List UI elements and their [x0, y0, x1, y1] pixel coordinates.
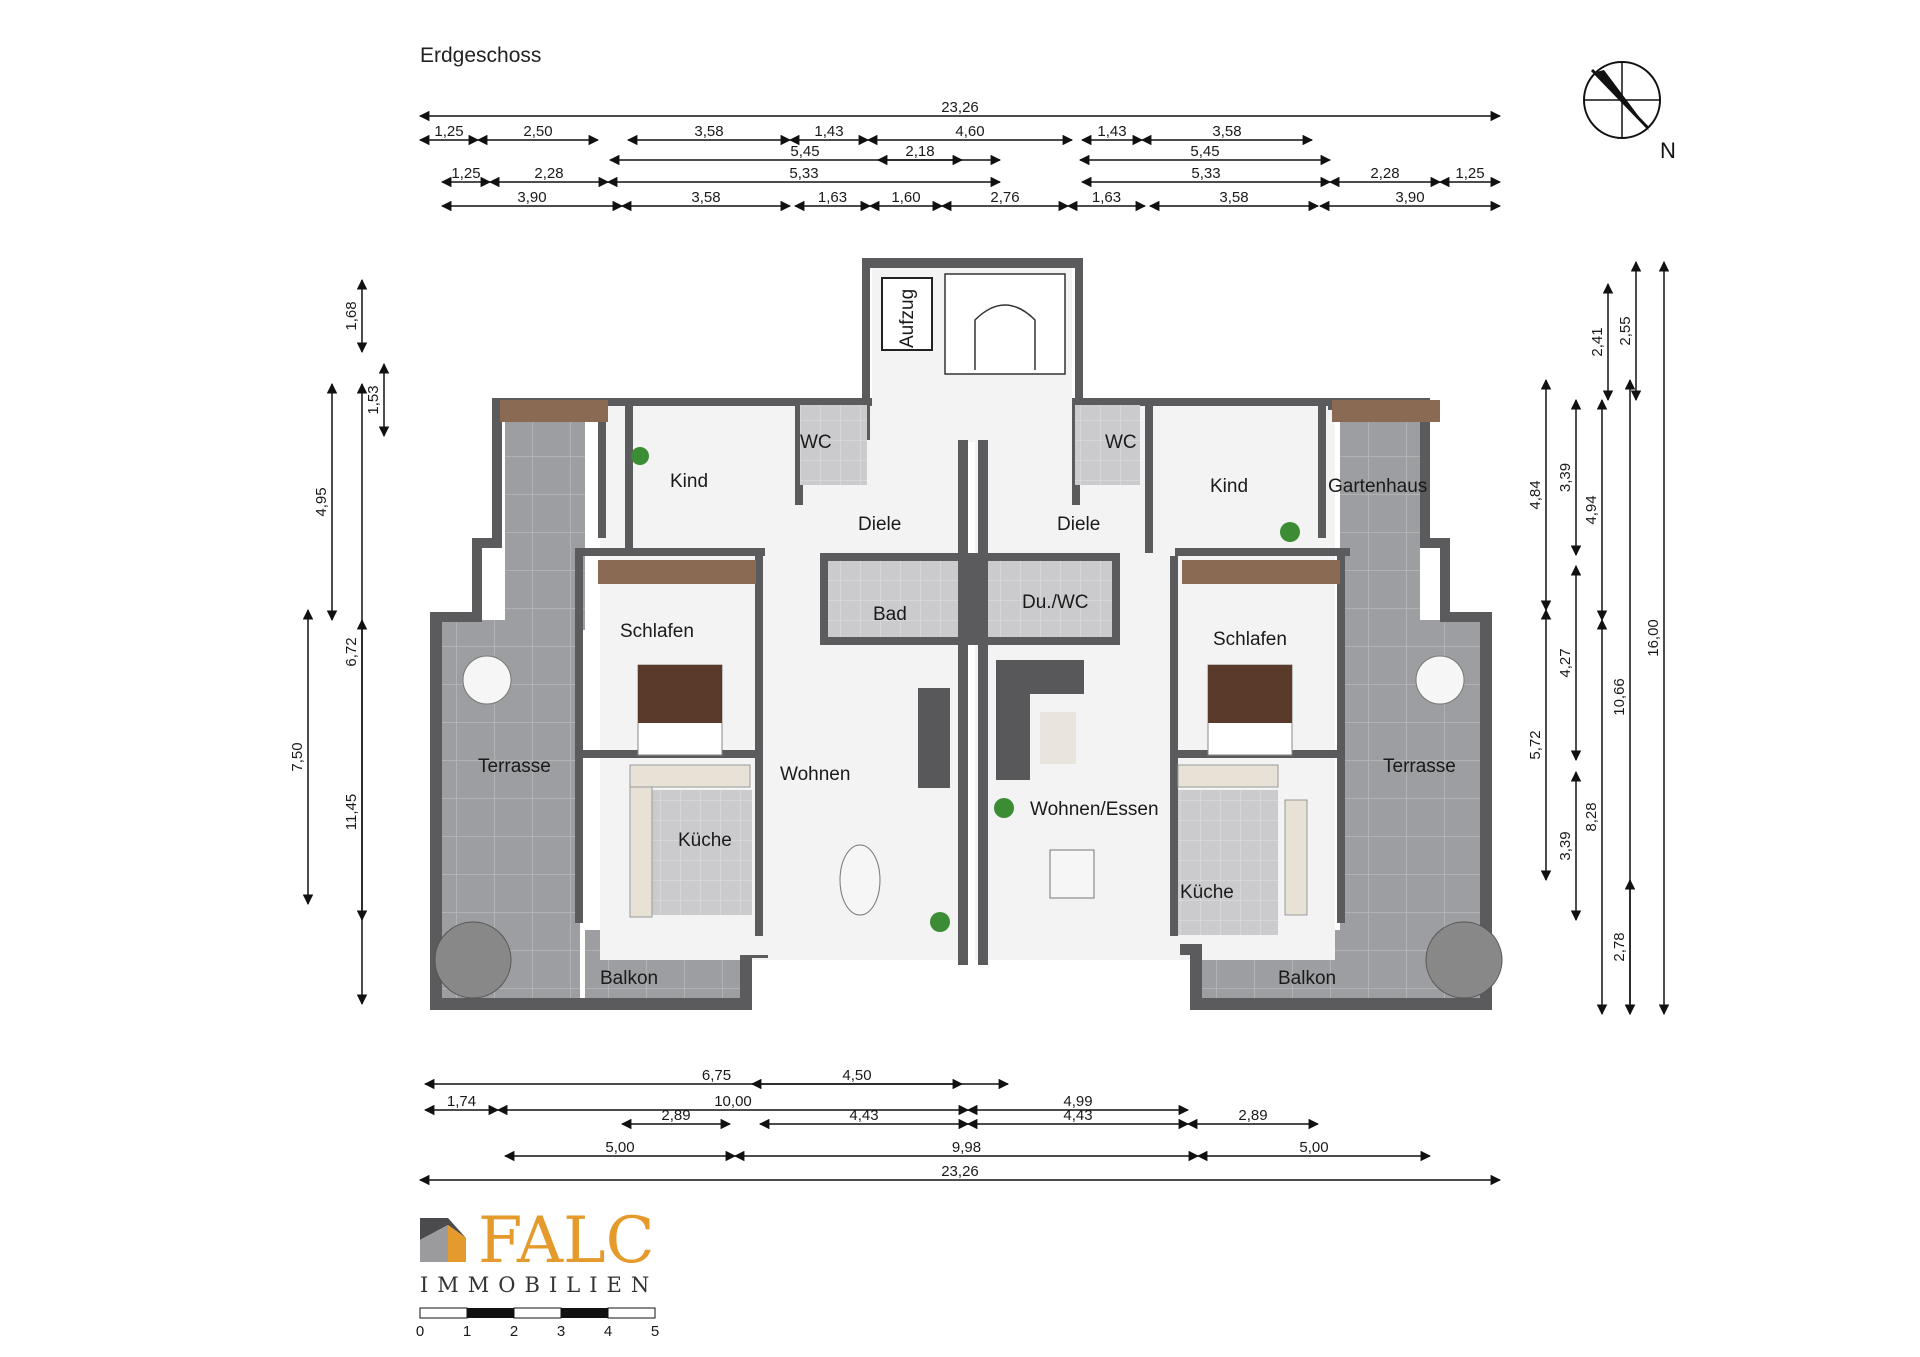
dim-bot-r3-0-label: 5,00	[605, 1139, 634, 1156]
scale-label-5: 5	[651, 1323, 659, 1340]
room-label-kind-left: Kind	[670, 471, 708, 492]
dim-top-r3-0-label: 1,25	[451, 165, 480, 182]
dim-top-total-label: 23,26	[941, 99, 979, 116]
dim-top-r2-0-label: 5,45	[790, 143, 819, 160]
dim-top-r4-3-label: 1,60	[891, 189, 920, 206]
dim-top-r4-5-label: 1,63	[1092, 189, 1121, 206]
dim-left-1-label: 1,53	[365, 385, 382, 414]
dim-top-r3-4-label: 2,28	[1370, 165, 1399, 182]
dim-bot-r1-1-label: 10,00	[714, 1093, 752, 1110]
dim-right-6-label: 16,00	[1645, 619, 1662, 657]
room-label-wohnen: Wohnen	[780, 764, 850, 785]
dim-left-2-label: 4,95	[313, 487, 330, 516]
dim-top-r4-0-label: 3,90	[517, 189, 546, 206]
dim-top-r3-3-label: 5,33	[1191, 165, 1220, 182]
dim-right-11-label: 2,78	[1611, 932, 1628, 961]
dim-top-r4-2-label: 1,63	[818, 189, 847, 206]
falc-logo: FALC IMMOBILIEN	[420, 1204, 658, 1297]
room-label-kind-right: Kind	[1210, 476, 1248, 497]
room-label-schlafen-left: Schlafen	[620, 621, 694, 642]
dim-left-4-label: 6,72	[343, 637, 360, 666]
room-label-aufzug: Aufzug	[897, 289, 918, 348]
dim-right-9-label: 3,39	[1557, 831, 1574, 860]
dim-top-r1-0-label: 1,25	[434, 123, 463, 140]
dimension-lines: 23,26 1,25 2,50 3,58 1,43 4,60 1,43 3,58 5,45 2,1…	[289, 99, 1670, 1186]
dim-bot-r0-1-label: 4,50	[842, 1067, 871, 1084]
dim-bot-r0-0-label: 6,75	[702, 1067, 731, 1084]
room-label-diele-left: Diele	[858, 514, 901, 535]
dim-top-r1-2-label: 3,58	[694, 123, 723, 140]
room-label-wohnen-essen: Wohnen/Essen	[1030, 799, 1159, 820]
room-label-balkon-right: Balkon	[1278, 968, 1336, 989]
dim-top-r4-7-label: 3,90	[1395, 189, 1424, 206]
dim-bot-r1-2-label: 4,99	[1063, 1093, 1092, 1110]
dim-top-r2-1-label: 2,18	[905, 143, 934, 160]
dim-top-r1-6-label: 3,58	[1212, 123, 1241, 140]
room-label-diele-right: Diele	[1057, 514, 1100, 535]
dim-top-r3-2-label: 5,33	[789, 165, 818, 182]
floor-title: Erdgeschoss	[420, 44, 542, 67]
dim-top-r3-1-label: 2,28	[534, 165, 563, 182]
dim-bot-r2-0-label: 2,89	[661, 1107, 690, 1124]
room-label-kueche-right: Küche	[1180, 882, 1234, 903]
dim-right-0-label: 2,41	[1589, 327, 1606, 356]
compass-letter: N	[1660, 138, 1676, 163]
logo-subtitle: IMMOBILIEN	[420, 1273, 658, 1297]
scale-label-0: 0	[416, 1323, 424, 1340]
dim-right-5-label: 10,66	[1611, 678, 1628, 716]
compass-icon: N	[1583, 61, 1676, 163]
dim-right-4-label: 4,94	[1583, 495, 1600, 524]
room-label-terrasse-left: Terrasse	[478, 756, 551, 777]
room-label-terrasse-right: Terrasse	[1383, 756, 1456, 777]
dim-bot-r3-2-label: 5,00	[1299, 1139, 1328, 1156]
dim-bot-r3-1-label: 9,98	[952, 1139, 981, 1156]
dim-top-r4-6-label: 3,58	[1219, 189, 1248, 206]
room-label-kueche-left: Küche	[678, 830, 732, 851]
room-label-schlafen-right: Schlafen	[1213, 629, 1287, 650]
room-label-gartenhaus: Gartenhaus	[1328, 476, 1427, 497]
dim-right-10-label: 8,28	[1583, 802, 1600, 831]
dim-bot-r2-2-label: 4,43	[1063, 1107, 1092, 1124]
scale-label-3: 3	[557, 1323, 565, 1340]
furniture	[434, 273, 1503, 999]
logo-word: FALC	[478, 1204, 655, 1278]
scale-label-4: 4	[604, 1323, 612, 1340]
dim-right-2-label: 4,84	[1527, 480, 1544, 509]
dim-top-r1-4-label: 4,60	[955, 123, 984, 140]
dim-bot-r1-0-label: 1,74	[447, 1093, 476, 1110]
dim-right-3-label: 3,39	[1557, 463, 1574, 492]
dim-top-r4-1-label: 3,58	[691, 189, 720, 206]
dim-bot-r4-0-label: 23,26	[941, 1163, 979, 1180]
dim-right-8-label: 5,72	[1527, 730, 1544, 759]
dim-left-0-label: 1,68	[343, 301, 360, 330]
dim-top-r3-5-label: 1,25	[1455, 165, 1484, 182]
room-label-balkon-left: Balkon	[600, 968, 658, 989]
dim-left-3-label: 11,45	[343, 794, 360, 830]
dim-top-r2-2-label: 5,45	[1190, 143, 1219, 160]
room-label-wc-right: WC	[1105, 432, 1137, 453]
dim-top-r4-4-label: 2,76	[990, 189, 1019, 206]
scale-bar: 0 1 2 3 4 5	[416, 1307, 659, 1340]
room-label-wc-left: WC	[800, 432, 832, 453]
dim-bot-r2-1-label: 4,43	[849, 1107, 878, 1124]
dim-top-r1-3-label: 1,43	[814, 123, 843, 140]
room-labels: Aufzug WC WC Kind Kind Gartenhaus Diele …	[478, 289, 1456, 989]
scale-label-2: 2	[510, 1323, 518, 1340]
scale-label-1: 1	[463, 1323, 471, 1340]
dim-bot-r2-3-label: 2,89	[1238, 1107, 1267, 1124]
room-label-du-wc: Du./WC	[1022, 592, 1089, 613]
dim-right-1-label: 2,55	[1617, 316, 1634, 345]
dim-top-r1-1-label: 2,50	[523, 123, 552, 140]
dim-top-r1-5-label: 1,43	[1097, 123, 1126, 140]
dim-right-7-label: 4,27	[1557, 648, 1574, 677]
room-label-bad: Bad	[873, 604, 907, 625]
dim-left-5-label: 7,50	[289, 742, 306, 771]
